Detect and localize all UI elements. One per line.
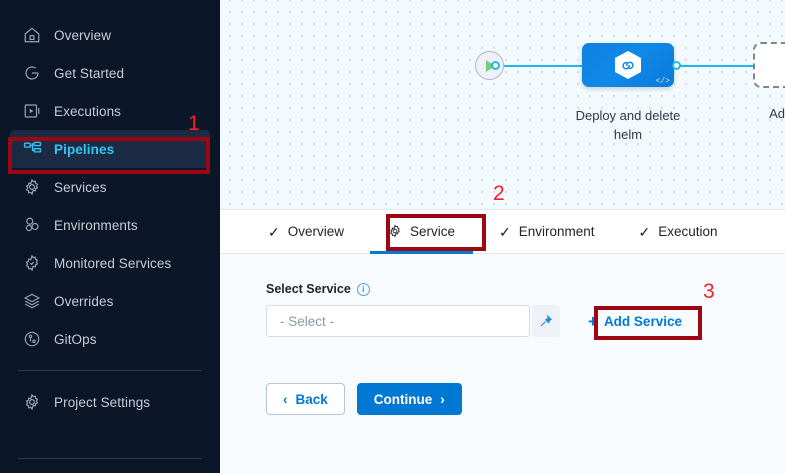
pin-icon[interactable] [532,305,560,337]
code-badge-icon: </> [655,77,670,86]
tab-label: Overview [287,224,344,239]
sidebar-item-label: Services [54,179,107,195]
tab-overview[interactable]: ✓ Overview [246,210,366,253]
sidebar-item-services[interactable]: Services [10,168,210,206]
sidebar-item-label: Project Settings [54,394,151,410]
main-content: </> + Deploy and delete helm Add Stage ✓… [220,0,785,473]
pipeline-icon [22,139,42,159]
pipeline-edge [676,65,754,67]
sidebar-item-label: Executions [54,103,122,119]
field-label-text: Select Service [266,282,351,296]
environments-icon [22,215,42,235]
back-button[interactable]: ‹ Back [266,383,345,415]
sidebar-divider [18,370,202,371]
info-icon[interactable]: i [356,282,370,296]
connector-port[interactable] [672,61,681,70]
continue-button[interactable]: Continue › [356,383,462,415]
add-service-label: Add Service [603,313,682,329]
back-label: Back [295,391,328,407]
sidebar-item-label: Overview [54,27,112,43]
sidebar-item-label: Get Started [54,65,125,81]
sidebar: Overview Get Started Executions [0,0,220,473]
sidebar-item-label: Environments [54,217,138,233]
check-icon: ✓ [499,223,511,240]
service-form: Select Service i - Select - + Add Servic… [220,254,785,473]
sidebar-item-gitops[interactable]: GitOps [10,320,210,358]
add-stage-label: Add Stage [769,106,785,121]
stage-node-deploy-and-delete-helm[interactable]: </> [582,43,674,87]
hexagon-chain-icon [615,51,641,79]
sidebar-item-label: Monitored Services [54,255,172,271]
gear-icon [22,392,42,412]
sidebar-item-executions[interactable]: Executions [10,92,210,130]
sidebar-item-pipelines[interactable]: Pipelines [10,130,210,168]
add-stage-node[interactable]: + [753,42,785,88]
pipeline-canvas[interactable]: </> + Deploy and delete helm Add Stage [220,0,785,209]
sidebar-item-label: Pipelines [54,141,115,157]
rocket-icon [22,63,42,83]
sidebar-item-monitored-services[interactable]: Monitored Services [10,244,210,282]
gear-icon [388,224,402,240]
tab-service[interactable]: Service [366,210,477,254]
tab-label: Execution [658,224,718,239]
plus-icon: + [588,311,598,331]
gear-icon [22,177,42,197]
play-triangle-icon [486,59,495,72]
chevron-left-icon: ‹ [283,391,288,407]
sidebar-item-label: GitOps [54,331,97,347]
select-service-row: - Select - + Add Service [266,305,785,337]
tab-label: Service [410,224,456,239]
select-placeholder: - Select - [280,313,335,329]
chevron-right-icon: › [440,391,445,407]
tab-label: Environment [518,224,595,239]
sidebar-item-label: Overrides [54,293,114,309]
tab-bar: ✓ Overview Service ✓ Environment ✓ Execu… [220,209,785,254]
tab-environment[interactable]: ✓ Environment [477,210,617,253]
check-icon: ✓ [638,223,651,240]
add-service-link[interactable]: + Add Service [588,313,682,330]
sidebar-item-get-started[interactable]: Get Started [10,54,210,92]
home-icon [22,25,42,45]
gitops-icon [22,329,42,349]
sidebar-item-overrides[interactable]: Overrides [10,282,210,320]
stage-node-label: Deploy and delete helm [575,108,681,142]
sidebar-item-environments[interactable]: Environments [10,206,210,244]
tab-execution[interactable]: ✓ Execution [617,210,740,253]
check-icon: ✓ [268,223,280,240]
monitored-gear-icon [22,253,42,273]
sidebar-item-overview[interactable]: Overview [10,16,210,54]
select-service-label-row: Select Service i [266,282,785,296]
layers-icon [22,291,42,311]
play-box-icon [22,101,42,121]
sidebar-bottom-divider [18,458,202,459]
form-actions: ‹ Back Continue › [266,383,785,415]
sidebar-item-project-settings[interactable]: Project Settings [10,383,210,421]
continue-label: Continue [373,391,433,407]
select-service-input[interactable]: - Select - [266,305,530,337]
connector-port[interactable] [491,61,500,70]
pipeline-edge [494,65,588,67]
